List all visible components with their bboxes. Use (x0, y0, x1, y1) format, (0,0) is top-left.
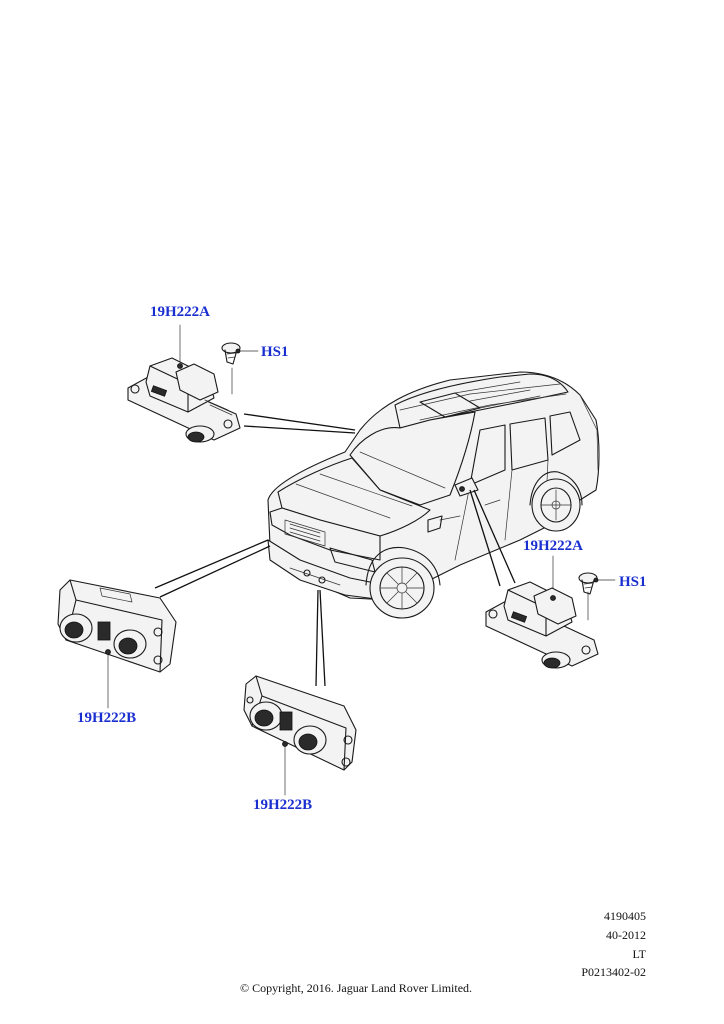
leader-lines (107, 324, 616, 796)
callout-19h222a-left[interactable]: 19H222A (150, 304, 210, 320)
sensor-19h222a-left (127, 357, 241, 443)
callout-19h222b-center[interactable]: 19H222B (253, 797, 313, 813)
sensor-19h222a-right (485, 581, 599, 669)
reference-date: 40-2012 (606, 928, 646, 942)
copyright-notice: © Copyright, 2016. Jaguar Land Rover Lim… (239, 981, 473, 995)
vehicle-illustration (267, 371, 600, 619)
screw-hs1-right (578, 572, 599, 595)
callout-19h222a-right[interactable]: 19H222A (523, 538, 583, 554)
reference-code: 4190405 (604, 909, 646, 923)
callout-hs1-left[interactable]: HS1 (261, 344, 289, 360)
illustration-number: P0213402-02 (581, 965, 646, 979)
sensor-19h222b-left (57, 579, 177, 673)
reference-market: LT (632, 947, 646, 961)
sensor-19h222b-center (243, 675, 357, 771)
screw-hs1-left (221, 342, 241, 365)
callout-hs1-right[interactable]: HS1 (619, 574, 647, 590)
callout-19h222b-left[interactable]: 19H222B (77, 710, 137, 726)
